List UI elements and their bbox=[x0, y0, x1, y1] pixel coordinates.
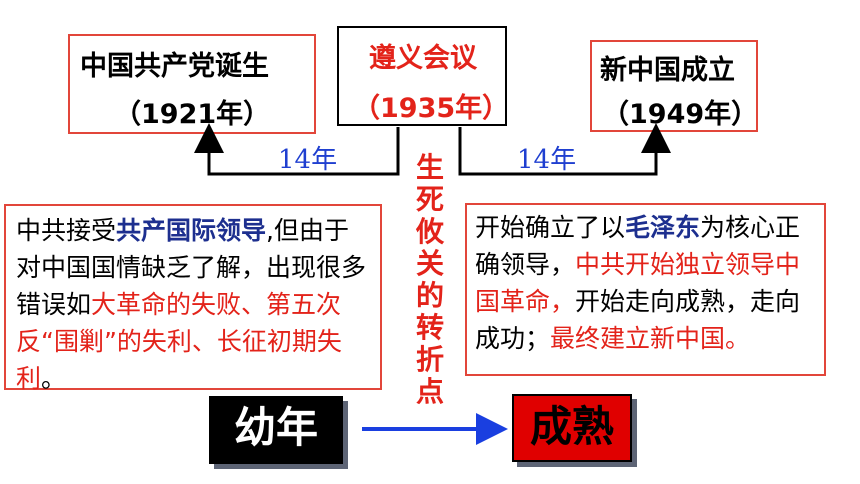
stage-youth: 幼年 bbox=[209, 396, 343, 464]
after-description-text: 开始确立了以毛泽东为核心正确领导，中共开始独立领导中国革命，开始走向成熟，走向成… bbox=[475, 209, 815, 357]
turning-point-char: 关 bbox=[415, 247, 444, 280]
event-box-zunyi: 遵义会议 （1935年） bbox=[337, 26, 510, 126]
turning-point-label: 生 死 攸 关 的 转 折 点 bbox=[413, 152, 447, 408]
after-description-box: 开始确立了以毛泽东为核心正确领导，中共开始独立领导中国革命，开始走向成熟，走向成… bbox=[465, 203, 826, 376]
turning-point-char: 点 bbox=[415, 375, 444, 408]
gap-label-right: 14年 bbox=[517, 145, 577, 175]
turning-point-char: 生 bbox=[415, 151, 444, 184]
failures-highlight: 大革命的失败、第五次反“围剿”的失利、长征初期失利 bbox=[16, 290, 342, 393]
mao-highlight: 毛泽东 bbox=[625, 213, 701, 242]
event-title-zunyi: 遵义会议 bbox=[369, 43, 477, 74]
event-title-founding: 中国共产党诞生 bbox=[80, 51, 269, 82]
turning-point-char: 的 bbox=[415, 279, 444, 312]
text-segment: 中共接受 bbox=[16, 216, 117, 245]
turning-point-char: 死 bbox=[415, 183, 444, 216]
before-description-text: 中共接受共产国际领导,但由于对中国国情缺乏了解，出现很多错误如大革命的失败、第五… bbox=[16, 212, 368, 397]
turning-point-char: 转 bbox=[415, 311, 444, 344]
event-year-zunyi: （1935年） bbox=[353, 93, 510, 124]
comintern-highlight: 共产国际领导 bbox=[116, 216, 267, 245]
text-segment: ,但由于对中国国情缺乏了解，出现很多错误如 bbox=[16, 216, 367, 319]
text-segment: 开始确立了以 bbox=[475, 213, 626, 242]
stage-mature: 成熟 bbox=[512, 394, 632, 462]
text-segment: 为核心正确领导， bbox=[475, 213, 801, 279]
event-title-prc: 新中国成立 bbox=[600, 55, 735, 86]
independent-leadership-highlight: 中共开始独立领导中国革命， bbox=[475, 250, 801, 316]
event-year-founding: （1921年） bbox=[114, 99, 271, 130]
before-description-box: 中共接受共产国际领导,但由于对中国国情缺乏了解，出现很多错误如大革命的失败、第五… bbox=[4, 204, 382, 393]
event-box-prc: 新中国成立 （1949年） bbox=[590, 40, 758, 132]
text-segment: 。 bbox=[41, 364, 67, 393]
turning-point-char: 折 bbox=[415, 343, 444, 376]
new-china-highlight: 最终建立新中国。 bbox=[550, 324, 751, 353]
event-year-prc: （1949年） bbox=[602, 99, 759, 130]
event-box-founding: 中国共产党诞生 （1921年） bbox=[68, 34, 316, 134]
turning-point-char: 攸 bbox=[415, 215, 444, 248]
text-segment: 开始走向成熟，走向成功； bbox=[475, 287, 801, 353]
gap-label-left: 14年 bbox=[278, 145, 338, 175]
